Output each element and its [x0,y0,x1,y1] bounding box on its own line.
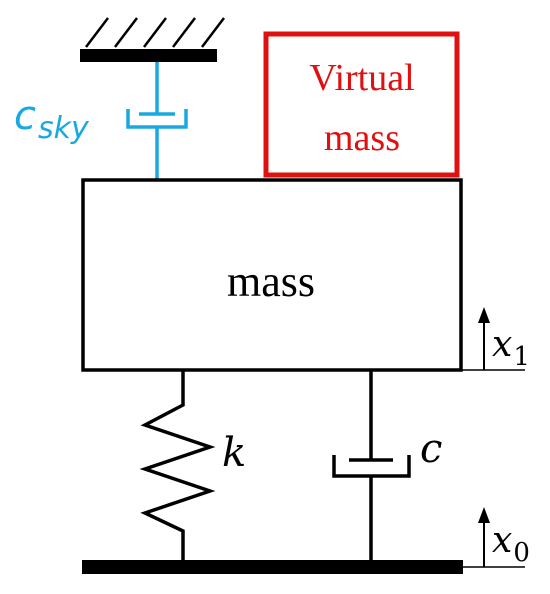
x1-label: x1 [492,324,530,372]
x0-arrow-icon [478,507,490,523]
x1-indicator [461,307,525,371]
ceiling-bar [80,49,217,62]
mass-label: mass [227,257,315,306]
x0-label: x0 [492,520,530,568]
ground-damper [332,370,411,563]
ceiling-hatching [85,17,225,48]
virtual-mass-label-line1: Virtual [309,57,414,99]
damper-c-label: c [420,426,442,472]
ground-bar [82,560,463,574]
c-sky-label: csky [14,93,90,146]
spring-k-label: k [222,430,246,476]
mass-block [81,178,463,372]
ceiling-ground [80,17,225,62]
x1-arrow-icon [478,307,490,323]
x0-indicator [463,507,525,568]
spring [139,370,216,563]
skyhook-damper [126,62,188,180]
virtual-mass-box [263,31,460,178]
virtual-mass-label-line2: mass [324,117,400,159]
